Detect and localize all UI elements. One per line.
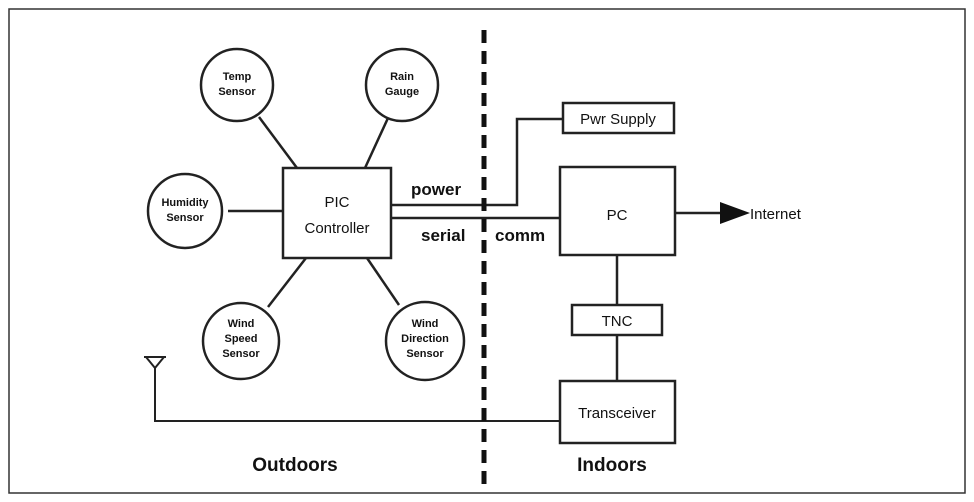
pc-node: PC bbox=[558, 165, 677, 257]
wind-speed-label-3: Sensor bbox=[222, 348, 260, 360]
indoors-label: Indoors bbox=[577, 455, 647, 476]
wind-direction-label-3: Sensor bbox=[406, 348, 444, 360]
wind-speed-sensor-node: Wind Speed Sensor bbox=[201, 301, 281, 381]
rain-gauge-label-1: Rain bbox=[390, 71, 414, 83]
wind-direction-sensor-node: Wind Direction Sensor bbox=[384, 300, 466, 382]
power-supply-node: Pwr Supply bbox=[561, 101, 676, 135]
humidity-sensor-node: Humidity Sensor bbox=[146, 172, 224, 250]
wind-speed-label-2: Speed bbox=[224, 333, 257, 345]
internet-link: Internet bbox=[675, 202, 802, 224]
power-wire bbox=[391, 117, 563, 207]
pc-label: PC bbox=[607, 207, 628, 224]
rain-gauge-label-2: Gauge bbox=[385, 86, 419, 98]
antenna-icon bbox=[144, 356, 166, 369]
temp-sensor-node: Temp Sensor bbox=[199, 47, 275, 123]
controller-label-1: PIC bbox=[324, 194, 349, 211]
temp-sensor-label-1: Temp bbox=[223, 71, 252, 83]
serial-wire-label: serial bbox=[421, 226, 465, 245]
wind-direction-label-2: Direction bbox=[401, 333, 449, 345]
sensor-links bbox=[228, 116, 401, 308]
power-wire-label: power bbox=[411, 180, 461, 199]
humidity-sensor-label-2: Sensor bbox=[166, 212, 204, 224]
tnc-node: TNC bbox=[570, 303, 664, 337]
comm-wire-label: comm bbox=[495, 226, 545, 245]
antenna-link bbox=[154, 368, 560, 422]
controller-label-2: Controller bbox=[304, 220, 369, 237]
pic-controller-node: PIC Controller bbox=[281, 166, 393, 260]
diagram-frame bbox=[8, 8, 966, 494]
transceiver-label: Transceiver bbox=[578, 405, 656, 422]
controller-wires bbox=[391, 117, 563, 220]
transceiver-node: Transceiver bbox=[558, 379, 677, 445]
wind-speed-label-1: Wind bbox=[228, 318, 255, 330]
tnc-label: TNC bbox=[602, 313, 633, 330]
rain-gauge-node: Rain Gauge bbox=[364, 47, 440, 123]
outdoors-label: Outdoors bbox=[252, 455, 338, 476]
power-supply-label: Pwr Supply bbox=[580, 111, 656, 128]
internet-arrowhead bbox=[720, 202, 750, 224]
temp-sensor-label-2: Sensor bbox=[218, 86, 256, 98]
wind-direction-label-1: Wind bbox=[412, 318, 439, 330]
humidity-sensor-label-1: Humidity bbox=[161, 197, 209, 209]
internet-label: Internet bbox=[750, 206, 802, 223]
